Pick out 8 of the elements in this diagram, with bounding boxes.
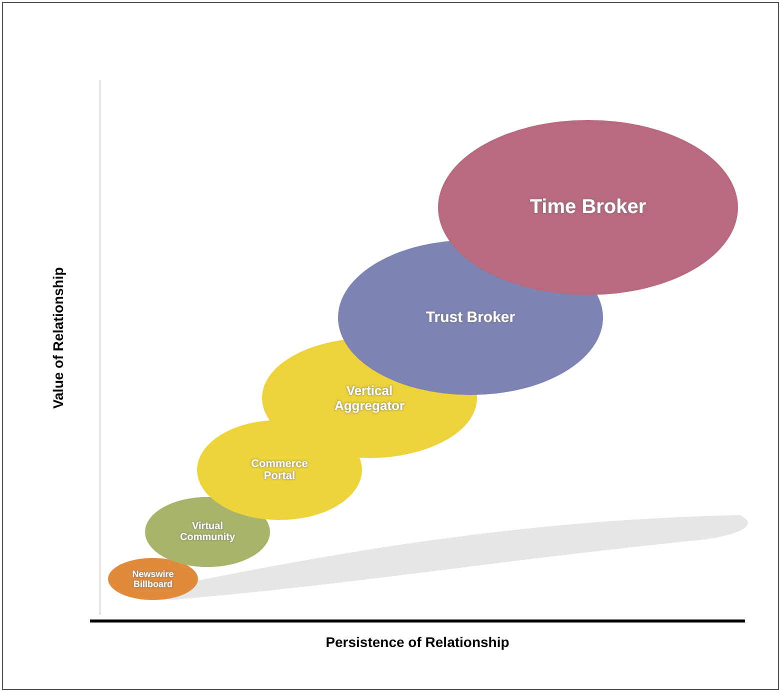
stage-label: Trust Broker <box>426 309 516 326</box>
stage-label: Commerce Portal <box>250 458 309 482</box>
stage-label: Newswire Billboard <box>131 569 175 589</box>
stage-label: Vertical Aggregator <box>333 383 406 413</box>
y-axis-title: Value of Relationship <box>50 266 66 411</box>
stage-label: Virtual Community <box>179 521 236 543</box>
stage-label: Time Broker <box>530 196 646 219</box>
x-axis-title: Persistence of Relationship <box>324 634 510 650</box>
